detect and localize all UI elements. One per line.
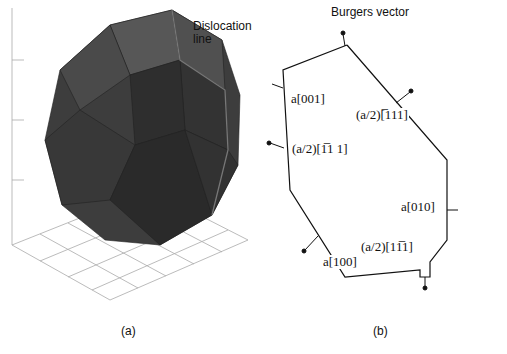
grid-box bbox=[12, 8, 248, 300]
vector-label: (a/2)[1̅1 1] bbox=[291, 142, 348, 156]
vector-label: a[010] bbox=[400, 200, 436, 214]
callout-label: Burgers vector bbox=[330, 6, 410, 19]
panel-label: (b) bbox=[372, 325, 389, 338]
vector-label: a[100] bbox=[322, 255, 358, 269]
polyhedron bbox=[45, 10, 240, 245]
panel-label: (a) bbox=[120, 325, 137, 338]
burgers-vectors bbox=[267, 31, 458, 290]
dislocation-loop bbox=[283, 45, 447, 277]
vector-label: (a/2)[11̅1] bbox=[360, 240, 414, 254]
vector-label: (a/2)[̅111] bbox=[355, 108, 409, 122]
vector-label: a[001] bbox=[290, 92, 326, 106]
callout-label: Dislocation line bbox=[192, 20, 256, 45]
